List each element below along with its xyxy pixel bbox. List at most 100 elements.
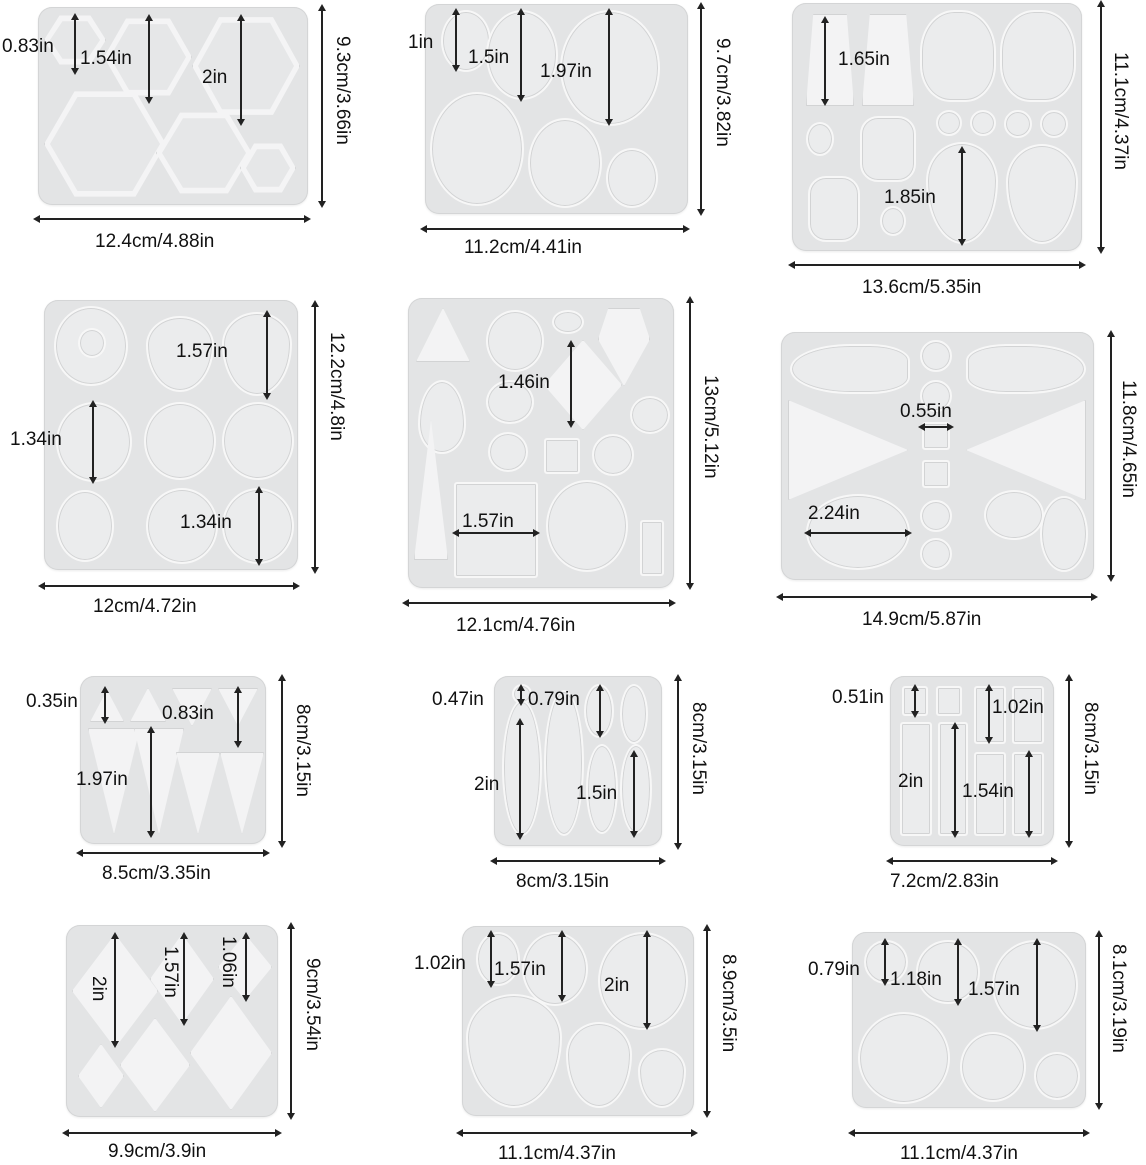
dimension-arrow xyxy=(452,529,540,536)
circle-cavity xyxy=(936,110,962,136)
teardrop-cavity xyxy=(566,1022,632,1108)
dimension-arrow xyxy=(954,938,961,1006)
dimension-arrow xyxy=(804,529,912,536)
oval-cavity xyxy=(560,10,660,126)
width-arrow xyxy=(62,1129,282,1136)
dimension-arrow xyxy=(180,932,187,1026)
measure-label: 1.54in xyxy=(962,781,1014,802)
measure-label: 0.83in xyxy=(2,36,54,57)
teardrop-cavity xyxy=(598,932,688,1030)
circle-cavity xyxy=(920,380,952,412)
dimension-arrow xyxy=(237,14,244,126)
bar-cavity xyxy=(938,722,968,836)
measure-label: 0.35in xyxy=(26,691,78,712)
leaf-cavity xyxy=(1000,10,1076,102)
trapezoid-cavity xyxy=(862,14,914,106)
measure-label: 2in xyxy=(898,771,924,792)
width-arrow xyxy=(38,582,300,589)
leaf-cavity xyxy=(920,10,996,102)
height-label: 9cm/3.54in xyxy=(302,958,323,1051)
height-label: 9.3cm/3.66in xyxy=(332,36,353,145)
height-arrow xyxy=(311,300,318,574)
circle-cavity xyxy=(1034,1052,1080,1100)
width-label: 14.9cm/5.87in xyxy=(862,609,982,630)
circle-cavity xyxy=(806,122,834,156)
measure-label: 1.57in xyxy=(462,511,514,532)
height-label: 8.9cm/3.5in xyxy=(718,954,739,1053)
dimension-arrow xyxy=(605,8,612,126)
ring-cavity xyxy=(56,402,132,482)
measure-label: 1.02in xyxy=(414,953,466,974)
width-label: 11.1cm/4.37in xyxy=(498,1143,616,1164)
measure-label: 1.54in xyxy=(80,48,132,69)
measure-label: 1.34in xyxy=(10,429,62,450)
width-label: 8cm/3.15in xyxy=(516,871,609,892)
clover-cavity xyxy=(488,432,528,472)
teardrop-cavity xyxy=(638,1048,686,1108)
width-arrow xyxy=(776,593,1098,600)
heart-cavity xyxy=(486,380,534,424)
dimension-arrow xyxy=(643,930,650,1030)
dimension-arrow xyxy=(821,16,828,106)
ring-cavity xyxy=(144,402,216,480)
width-arrow xyxy=(420,225,690,232)
circle-cavity xyxy=(920,538,952,570)
measure-label: 0.51in xyxy=(832,687,884,708)
teardrop-cavity xyxy=(1006,144,1078,244)
height-label: 8cm/3.15in xyxy=(1080,702,1101,795)
measure-label: 0.79in xyxy=(808,959,860,980)
octagon-cavity xyxy=(808,176,860,242)
oval-cavity xyxy=(528,118,602,208)
dimension-arrow xyxy=(630,750,637,838)
height-arrow xyxy=(686,296,693,590)
height-label: 8cm/3.15in xyxy=(292,704,313,797)
dimension-arrow xyxy=(255,486,262,566)
measure-label: 1.65in xyxy=(838,49,890,70)
height-arrow xyxy=(1095,930,1102,1110)
height-arrow xyxy=(674,674,681,850)
dimension-arrow xyxy=(145,14,152,104)
height-label: 9.7cm/3.82in xyxy=(712,38,733,147)
circle-cavity xyxy=(1040,110,1068,138)
width-label: 12.1cm/4.76in xyxy=(456,615,576,636)
measure-label: 1.5in xyxy=(468,47,510,68)
teardrop-cavity xyxy=(146,316,214,392)
dimension-arrow xyxy=(147,726,154,838)
width-arrow xyxy=(788,261,1086,268)
organic-cavity xyxy=(984,490,1044,540)
measure-label: 1.02in xyxy=(992,697,1044,718)
measure-label: 1.57in xyxy=(494,959,546,980)
circle-cavity xyxy=(920,500,952,532)
dimension-arrow xyxy=(567,340,574,428)
circle-cavity xyxy=(970,110,996,136)
bar-cavity xyxy=(640,520,664,576)
oval-cavity xyxy=(430,92,524,206)
measure-label: 0.47in xyxy=(432,689,484,710)
dimension-arrow xyxy=(263,310,270,400)
circle-cavity xyxy=(78,328,106,358)
height-label: 13cm/5.12in xyxy=(700,375,721,479)
square-cavity xyxy=(922,460,950,488)
dimension-arrow xyxy=(596,684,603,738)
trapezoid-cavity xyxy=(806,14,854,106)
width-label: 11.2cm/4.41in xyxy=(464,237,582,258)
height-label: 11.8cm/4.65in xyxy=(1118,380,1139,498)
measure-label: 0.55in xyxy=(900,401,952,422)
height-arrow xyxy=(287,922,294,1120)
teardrop-cavity xyxy=(466,994,562,1108)
measure-label: 2in xyxy=(202,67,228,88)
height-label: 8.1cm/3.19in xyxy=(1108,944,1129,1053)
dimension-arrow xyxy=(911,684,918,718)
teardrop-cavity xyxy=(522,932,588,1006)
width-arrow xyxy=(456,1129,698,1136)
octagon-cavity xyxy=(860,116,916,182)
circle-cavity xyxy=(592,434,634,476)
measure-label: 1.97in xyxy=(76,769,128,790)
measure-label: 1.97in xyxy=(540,61,592,82)
bar-cavity xyxy=(1012,686,1044,744)
dimension-arrow xyxy=(234,686,241,748)
dimension-arrow xyxy=(517,8,524,102)
square-cavity xyxy=(936,686,962,716)
circle-cavity xyxy=(486,310,544,372)
ring-cavity xyxy=(222,402,294,480)
